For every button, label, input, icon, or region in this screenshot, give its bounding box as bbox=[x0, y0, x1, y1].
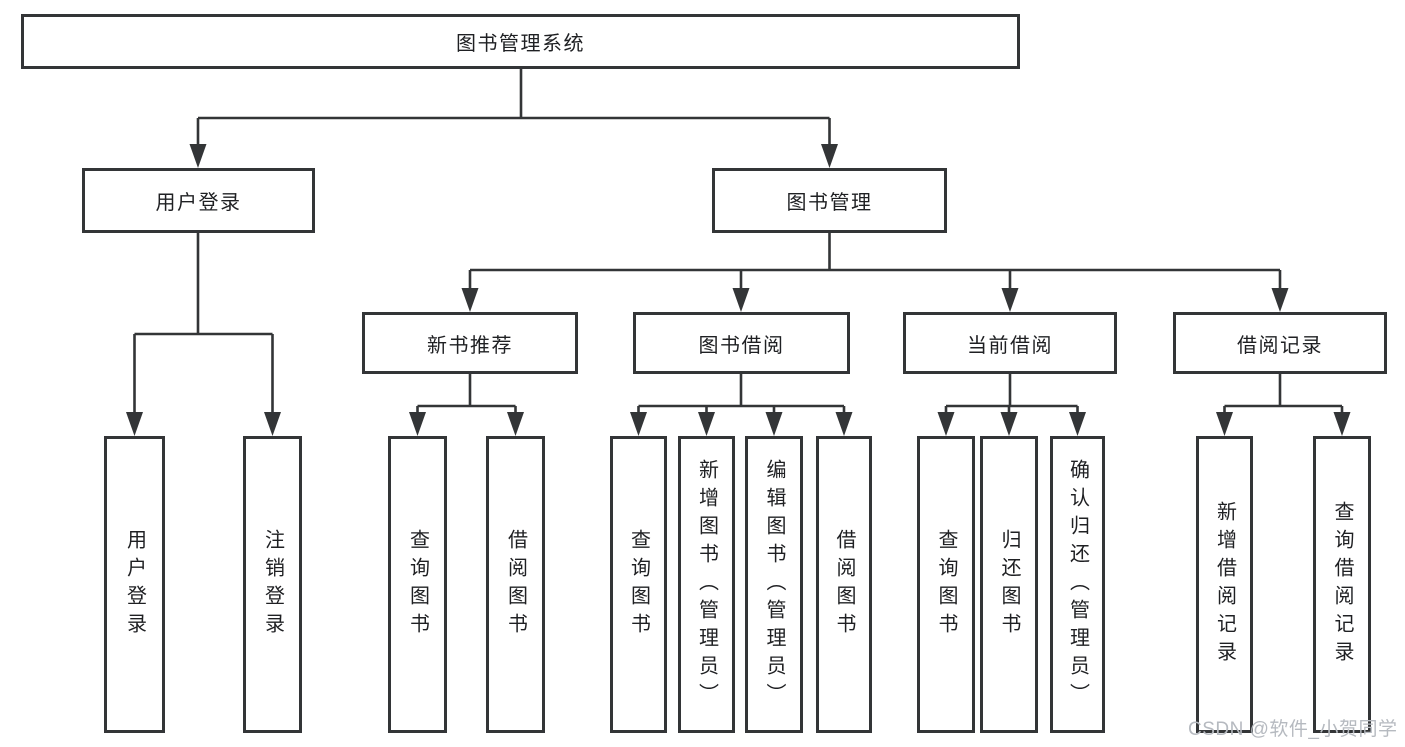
arrow-icon bbox=[507, 412, 524, 436]
arrow-icon bbox=[1001, 288, 1019, 312]
arrow-icon bbox=[264, 412, 281, 436]
arrow-icon bbox=[732, 288, 750, 312]
leaf-query-books-borrowing: 查询图书 bbox=[610, 436, 667, 733]
node-current-borrowing: 当前借阅 bbox=[903, 312, 1117, 374]
leaf-query-books-current: 查询图书 bbox=[917, 436, 975, 733]
node-borrowing-records: 借阅记录 bbox=[1173, 312, 1387, 374]
node-new-book-recommendation: 新书推荐 bbox=[362, 312, 578, 374]
leaf-borrow-books-recommend: 借阅图书 bbox=[486, 436, 545, 733]
arrow-icon bbox=[461, 288, 479, 312]
leaf-edit-books-admin: 编辑图书（管理员） bbox=[745, 436, 803, 733]
node-book-management: 图书管理 bbox=[712, 168, 947, 233]
arrow-icon bbox=[630, 412, 647, 436]
arrow-icon bbox=[821, 144, 838, 168]
leaf-user-login: 用户登录 bbox=[104, 436, 165, 733]
arrow-icon bbox=[189, 144, 207, 168]
watermark: CSDN @软件_小贺同学 bbox=[1188, 719, 1398, 740]
arrow-icon bbox=[937, 412, 955, 436]
arrow-icon bbox=[1000, 412, 1018, 436]
arrow-icon bbox=[1069, 412, 1086, 436]
arrow-icon bbox=[1216, 412, 1233, 436]
arrow-icon bbox=[1333, 412, 1351, 436]
tree-branch-lines bbox=[133, 69, 1344, 416]
arrow-icon bbox=[126, 412, 143, 436]
leaf-confirm-return-admin: 确认归还（管理员） bbox=[1050, 436, 1105, 733]
arrow-icon bbox=[409, 412, 426, 436]
arrow-icon bbox=[698, 412, 715, 436]
node-book-borrowing: 图书借阅 bbox=[633, 312, 850, 374]
leaf-borrow-books-borrowing: 借阅图书 bbox=[816, 436, 872, 733]
leaf-add-borrow-record: 新增借阅记录 bbox=[1196, 436, 1253, 733]
node-library-management-system: 图书管理系统 bbox=[21, 14, 1020, 69]
leaf-query-borrow-record: 查询借阅记录 bbox=[1313, 436, 1371, 733]
leaf-logout-login: 注销登录 bbox=[243, 436, 302, 733]
leaf-add-books-admin: 新增图书（管理员） bbox=[678, 436, 735, 733]
arrow-icon bbox=[1271, 288, 1289, 312]
arrow-icon bbox=[765, 412, 783, 436]
node-user-login: 用户登录 bbox=[82, 168, 315, 233]
arrow-icon bbox=[835, 412, 853, 436]
leaf-return-books: 归还图书 bbox=[980, 436, 1038, 733]
leaf-query-books-recommend: 查询图书 bbox=[388, 436, 447, 733]
